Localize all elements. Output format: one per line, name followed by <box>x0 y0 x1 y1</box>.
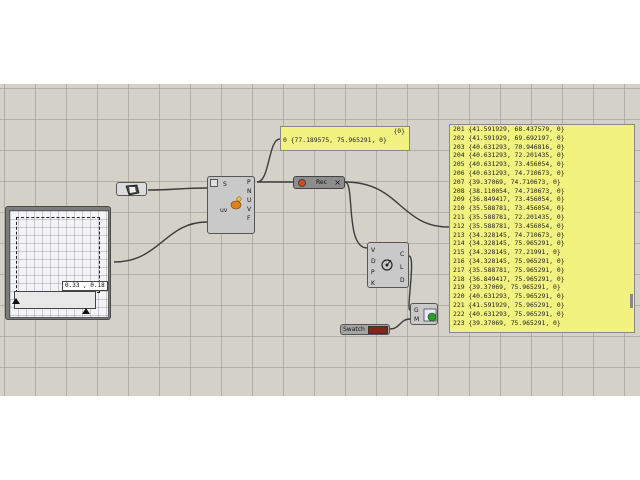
preview-icon <box>423 308 437 322</box>
panel-row: 210 {35.588781, 73.456054, 0} <box>453 204 565 213</box>
port-n[interactable]: N <box>247 188 252 195</box>
panel-row: 204 {40.631293, 72.201435, 0} <box>453 151 565 160</box>
panel-row: 216 {34.328145, 75.965291, 0} <box>453 256 565 265</box>
port-p[interactable]: P <box>247 179 251 186</box>
port-uv[interactable]: uv <box>220 207 228 214</box>
swatch-color-box[interactable] <box>368 326 388 334</box>
grasshopper-canvas[interactable]: 0.33 , 0.18 S uv P N U V F {0} 0 {77.189… <box>0 84 640 396</box>
wire-surface-to-uv <box>113 221 208 263</box>
slider-handle-left[interactable] <box>12 298 20 304</box>
wire-p-to-panel <box>256 138 281 183</box>
port-v[interactable]: V <box>371 247 376 254</box>
vector-display-component[interactable]: V D P K C L D <box>367 242 409 288</box>
recorded-points-panel[interactable]: 201 {41.591929, 68.437579, 0}202 {41.591… <box>449 124 635 333</box>
panel-path: {0} <box>393 127 405 135</box>
panel-rows: 201 {41.591929, 68.437579, 0}202 {41.591… <box>453 125 634 327</box>
panel-row: 202 {41.591929, 69.692197, 0} <box>453 133 565 142</box>
panel-row: 203 {40.631293, 70.946816, 0} <box>453 142 565 151</box>
wire-rec-to-panel <box>344 181 450 228</box>
wire-rec-to-vector <box>344 181 368 249</box>
vector-display-icon <box>381 259 393 271</box>
port-d[interactable]: D <box>371 258 376 265</box>
wire-swatch-to-preview <box>389 318 411 330</box>
panel-row: 206 {40.631293, 74.710673, 0} <box>453 168 565 177</box>
port-k[interactable]: K <box>371 280 375 287</box>
wires-layer <box>113 138 450 330</box>
port-l[interactable]: L <box>400 264 404 271</box>
port-s[interactable]: S <box>223 181 227 188</box>
panel-row: 214 {34.328145, 75.965291, 0} <box>453 239 565 248</box>
panel-row: 220 {40.631293, 75.965291, 0} <box>453 292 565 301</box>
panel-row: 0 {77.189575, 75.965291, 0} <box>283 135 387 144</box>
port-d-out[interactable]: D <box>400 277 405 284</box>
panel-row: 201 {41.591929, 68.437579, 0} <box>453 125 565 133</box>
port-g[interactable]: G <box>414 307 419 314</box>
port-c[interactable]: C <box>400 251 405 258</box>
panel-row: 223 {39.37069, 75.965291, 0} <box>453 318 561 327</box>
scrollbar-thumb[interactable] <box>630 294 633 308</box>
panel-row: 213 {34.328145, 74.710673, 0} <box>453 230 565 239</box>
surface-param-node[interactable] <box>116 182 147 196</box>
panel-row: 221 {41.591929, 75.965291, 0} <box>453 300 565 309</box>
panel-row: 207 {39.37069, 74.710673, 0} <box>453 177 561 186</box>
evaluate-surface-icon <box>230 196 242 210</box>
point-panel[interactable]: {0} 0 {77.189575, 75.965291, 0} <box>280 126 410 151</box>
collapse-icon[interactable] <box>210 179 218 187</box>
custom-preview-component[interactable]: G M <box>410 303 438 325</box>
panel-row: 209 {36.849417, 73.456054, 0} <box>453 195 565 204</box>
uv-slider-track[interactable] <box>14 291 96 309</box>
panel-row: 205 {40.631293, 73.456054, 0} <box>453 160 565 169</box>
port-u[interactable]: U <box>247 197 252 204</box>
panel-row: 212 {35.588781, 73.456054, 0} <box>453 221 565 230</box>
wire-param-to-s <box>147 187 208 191</box>
surface-uv-parameter[interactable]: 0.33 , 0.18 <box>5 206 111 320</box>
slider-handle-right[interactable] <box>82 308 90 314</box>
uv-readout: 0.33 , 0.18 <box>62 281 108 291</box>
panel-row: 208 {38.110054, 74.710673, 0} <box>453 186 565 195</box>
port-v[interactable]: V <box>247 206 252 213</box>
evaluate-surface-component[interactable]: S uv P N U V F <box>207 176 255 234</box>
uv-grid[interactable]: 0.33 , 0.18 <box>9 210 109 318</box>
recorder-label: Rec <box>316 179 327 186</box>
port-f[interactable]: F <box>247 215 251 222</box>
panel-row: 218 {36.849417, 75.965291, 0} <box>453 274 565 283</box>
wire-vector-to-preview <box>408 255 413 311</box>
record-icon[interactable] <box>298 179 306 187</box>
panel-row: 211 {35.588781, 72.201435, 0} <box>453 212 565 221</box>
surface-param-icon <box>125 184 140 196</box>
colour-swatch[interactable]: Swatch <box>340 324 390 335</box>
port-p[interactable]: P <box>371 269 375 276</box>
panel-row: 217 {35.588781, 75.965291, 0} <box>453 265 565 274</box>
panel-row: 215 {34.328145, 77.21991, 0} <box>453 248 561 257</box>
panel-row: 219 {39.37069, 75.965291, 0} <box>453 283 561 292</box>
panel-row: 222 {40.631293, 75.965291, 0} <box>453 309 565 318</box>
port-m[interactable]: M <box>414 316 420 323</box>
data-recorder[interactable]: Rec × <box>293 176 345 189</box>
swatch-label: Swatch <box>343 326 365 333</box>
close-icon[interactable]: × <box>334 178 341 187</box>
